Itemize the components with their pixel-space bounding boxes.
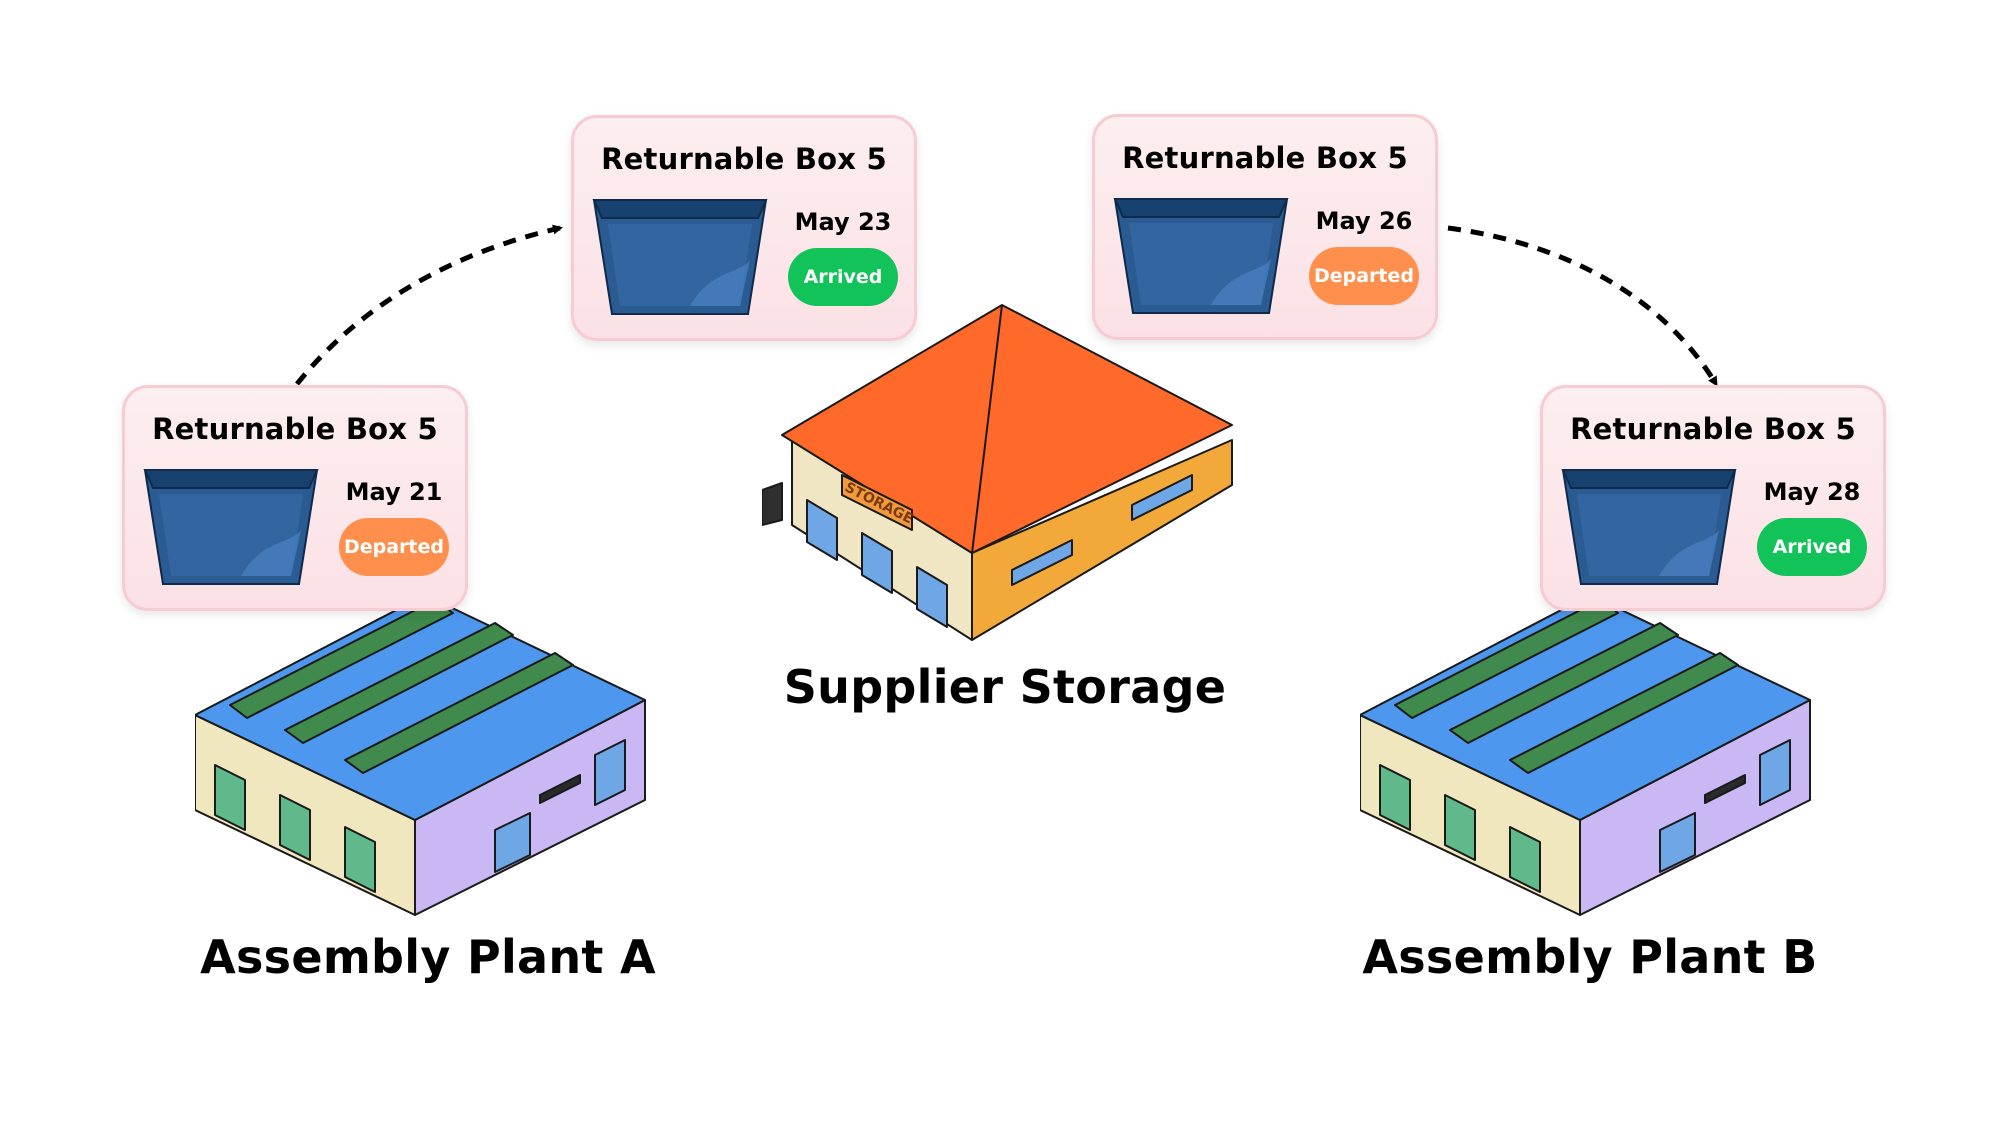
- card-date: May 23: [794, 208, 892, 236]
- status-badge: Departed: [339, 518, 449, 576]
- status-badge: Arrived: [788, 248, 898, 306]
- status-badge: Arrived: [1757, 518, 1867, 576]
- event-card-may-21: Returnable Box 5 May 21 Departed: [122, 385, 468, 611]
- returnable-box-icon: [592, 199, 768, 315]
- card-date: May 26: [1315, 207, 1413, 235]
- event-card-may-23: Returnable Box 5 May 23 Arrived: [571, 115, 917, 341]
- card-date: May 28: [1763, 478, 1861, 506]
- arrow-supplier-to-plant-b: [1447, 225, 1719, 387]
- returnable-box-icon: [1113, 198, 1289, 314]
- plant-a-label: Assembly Plant A: [200, 930, 656, 984]
- returnable-box-icon: [1561, 469, 1737, 585]
- card-title: Returnable Box 5: [152, 412, 438, 446]
- returnable-box-icon: [143, 469, 319, 585]
- warehouse-icon: STORAGE: [762, 304, 1233, 641]
- status-badge: Departed: [1309, 247, 1419, 305]
- factory-a-icon: [195, 594, 646, 916]
- plant-b-label: Assembly Plant B: [1362, 930, 1818, 984]
- card-date: May 21: [345, 478, 443, 506]
- event-card-may-28: Returnable Box 5 May 28 Arrived: [1540, 385, 1886, 611]
- factory-b-icon: [1360, 594, 1811, 916]
- card-title: Returnable Box 5: [1122, 141, 1408, 175]
- card-title: Returnable Box 5: [601, 142, 887, 176]
- card-title: Returnable Box 5: [1570, 412, 1856, 446]
- arrow-plant-a-to-supplier: [295, 224, 563, 386]
- event-card-may-26: Returnable Box 5 May 26 Departed: [1092, 114, 1438, 340]
- supplier-storage-label: Supplier Storage: [783, 660, 1227, 714]
